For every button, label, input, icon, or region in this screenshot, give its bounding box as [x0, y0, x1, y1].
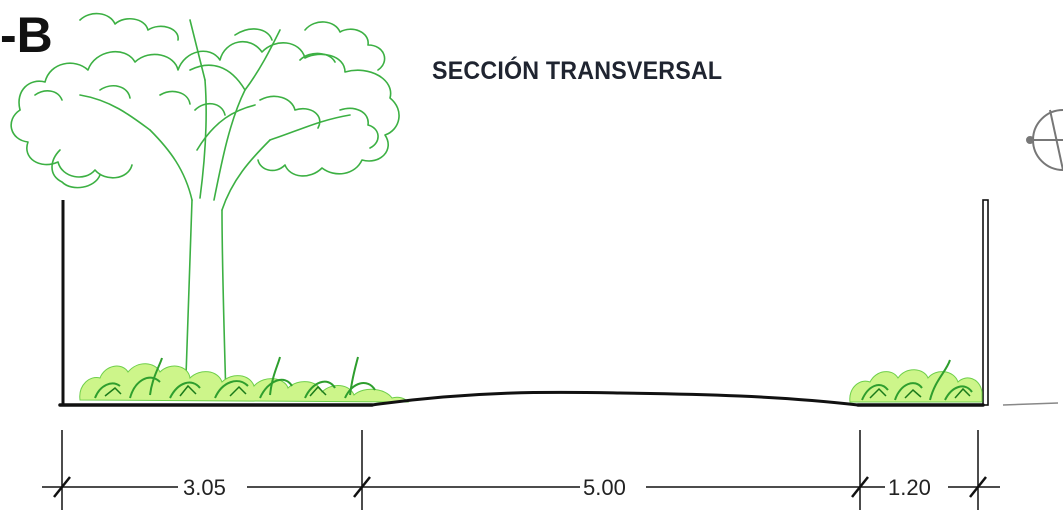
tree-icon: [10, 12, 400, 399]
drawing-title: SECCIÓN TRANSVERSAL: [432, 57, 723, 85]
dimension-line: [42, 430, 1000, 510]
shrub-icon: [79, 356, 410, 403]
dimension-label-right: 1.20: [888, 475, 931, 500]
dimension-label-left: 3.05: [183, 475, 226, 500]
section-walls: [61, 199, 1059, 406]
ground-profile: [58, 390, 985, 407]
north-arrow-icon: [1026, 109, 1063, 171]
dimension-label-middle: 5.00: [583, 475, 626, 500]
section-label: -B: [0, 7, 53, 63]
shrub-icon: [849, 359, 983, 403]
